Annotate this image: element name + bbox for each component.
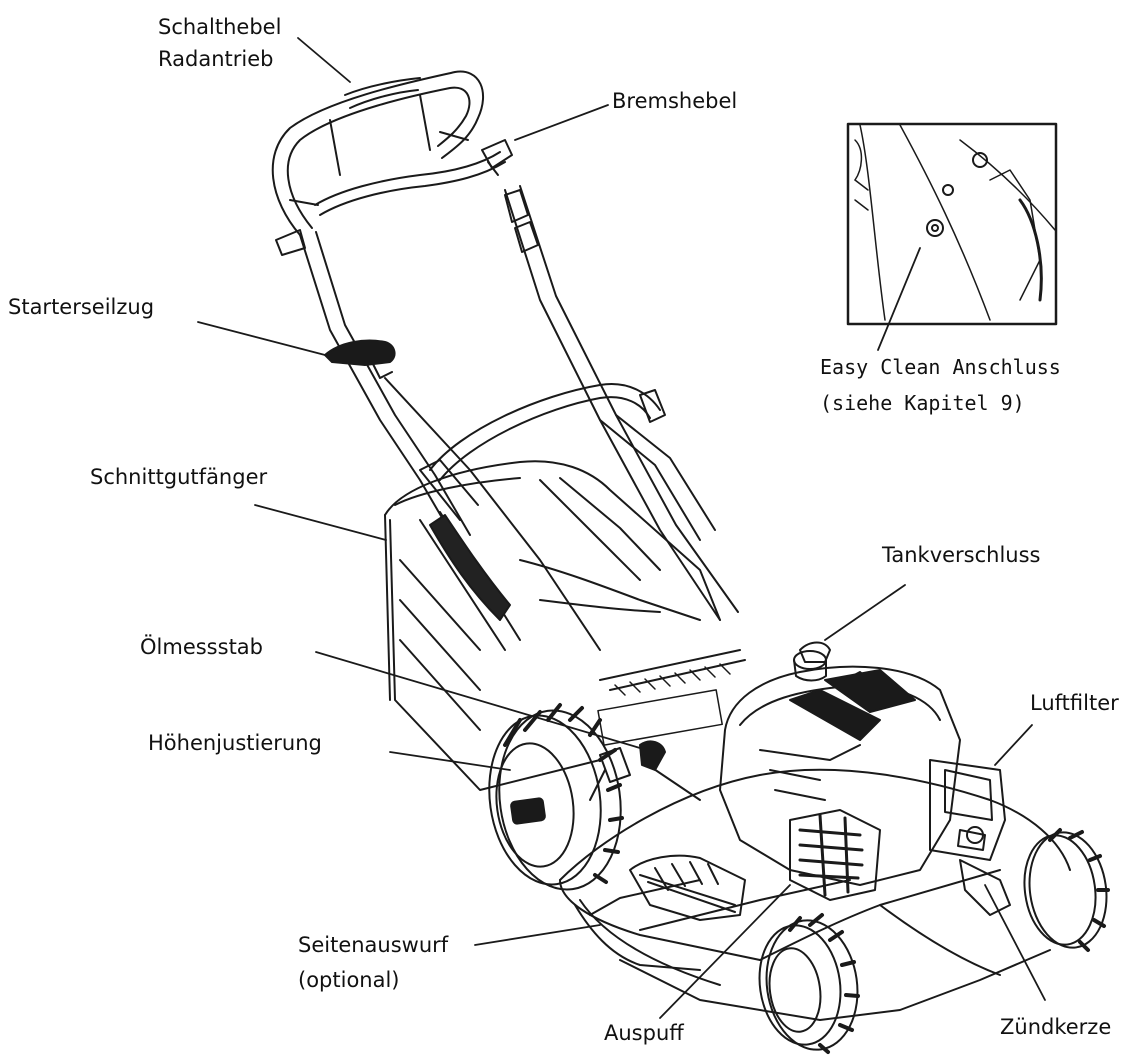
handle-bar <box>271 70 506 236</box>
label-optional: (optional) <box>298 968 400 992</box>
label-tankverschluss: Tankverschluss <box>882 543 1041 567</box>
label-easy-clean: Easy Clean Anschluss <box>820 355 1061 379</box>
side-discharge-flap <box>574 854 746 971</box>
easy-clean-inset <box>846 122 1058 326</box>
catcher-grille <box>597 663 731 746</box>
lower-handle-frame <box>419 383 666 521</box>
right-handle-post <box>504 185 739 621</box>
label-seitenauswurf: Seitenauswurf <box>298 933 449 957</box>
starter-grip <box>324 339 601 651</box>
label-schnittgutfaenger: Schnittgutfänger <box>90 465 268 489</box>
front-left-wheel <box>758 913 860 1054</box>
label-siehe-kapitel: (siehe Kapitel 9) <box>820 391 1025 415</box>
label-hoehenjustierung: Höhenjustierung <box>148 731 322 755</box>
gear-shift-lever <box>344 77 421 109</box>
mower-deck <box>559 768 1071 1021</box>
leader-lines <box>197 37 1046 1019</box>
fuel-cap <box>793 650 827 682</box>
grass-catcher <box>384 460 746 791</box>
label-starterseilzug: Starterseilzug <box>8 295 155 319</box>
label-auspuff: Auspuff <box>604 1021 684 1045</box>
label-luftfilter: Luftfilter <box>1030 691 1119 715</box>
label-schalthebel: Schalthebel <box>158 15 282 39</box>
spark-plug <box>959 826 1011 916</box>
left-handle-post <box>275 229 471 541</box>
label-zuendkerze: Zündkerze <box>1000 1015 1112 1039</box>
brake-lever <box>481 139 513 176</box>
label-radantrieb: Radantrieb <box>158 47 274 71</box>
rear-wheel <box>488 703 624 891</box>
air-filter-box <box>929 759 1006 861</box>
engine <box>719 641 961 886</box>
oil-dipstick <box>639 740 701 801</box>
label-oelmessstab: Ölmessstab <box>140 635 263 659</box>
label-bremshebel: Bremshebel <box>612 89 738 113</box>
muffler <box>789 809 881 901</box>
front-right-wheel <box>1023 828 1110 952</box>
